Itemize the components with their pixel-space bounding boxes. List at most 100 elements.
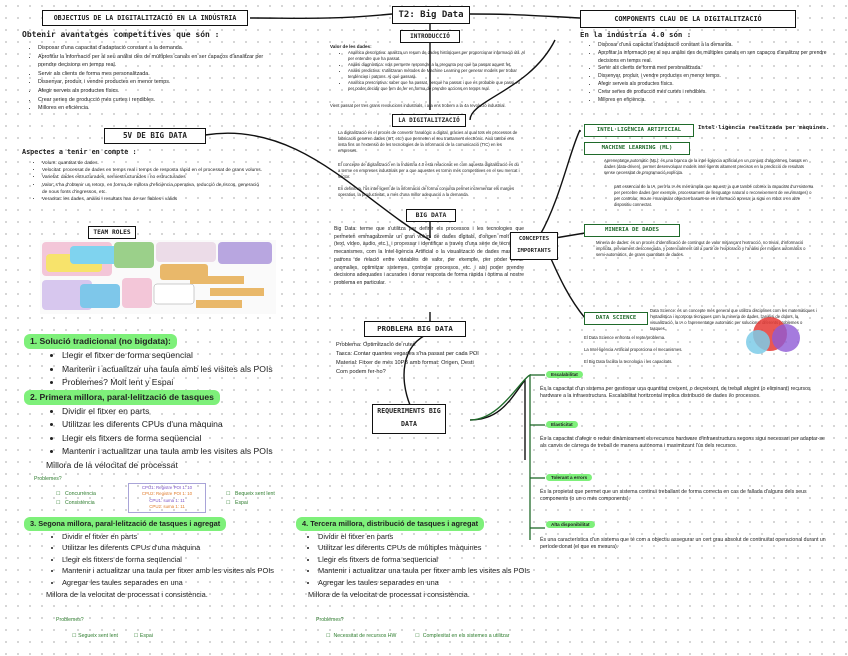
list-item: Aprofitar la informació per al seu anàli…: [598, 50, 830, 66]
list-item: Analítica descriptiva: analitza un resum…: [348, 50, 526, 62]
solucio-4-footer: Millora de la velocitat de processat i c…: [308, 589, 470, 599]
ml-text: Aprenentatge automàtic (ML): és una bran…: [604, 158, 808, 175]
list-item: Mantenir i actualitzar una taula per fit…: [318, 565, 556, 577]
check-left: ☐ Concurrència ☐ Consistència: [56, 490, 96, 508]
req-text-tolerant: És la propietat que permet que un sistem…: [540, 489, 807, 503]
list-item: Valor: s'ha d'obtenir un retorn, en form…: [42, 182, 262, 196]
introduccio-title: INTRODUCCIÓ: [400, 30, 460, 43]
v5-title: 5V DE BIG DATA: [104, 128, 206, 144]
digitalitzacio-title: LA DIGITALITZACIÓ: [392, 114, 466, 127]
bigdata-definition: Big Data: terme que s'utilitza per defin…: [334, 226, 524, 286]
list-item: Llegir els fitxers de forma seqüencial: [62, 432, 314, 445]
problemes-label-4: Problemes?: [316, 617, 344, 623]
solucio-1: 1. Solució tradicional (no bigdata): Lle…: [24, 334, 314, 472]
solucio-2-heading: 2. Primera millora, paral·lelització de …: [24, 389, 220, 406]
list-item: Utilitzar les diferents CPUs d'una màqui…: [62, 418, 314, 431]
ds-line: El Data Science enfronta el repte/proble…: [584, 335, 666, 340]
list-item: Servir als clients de forma mes personal…: [38, 70, 278, 79]
list-item: Volum: quantitat de dades.: [42, 160, 262, 167]
req-text-elasticitat: És la capacitat d'afegir o reduir dinàmi…: [540, 436, 825, 450]
list-item: Agregar les taules separades en una: [318, 577, 556, 589]
datascience-text: Data Science: és un concepte més general…: [650, 308, 817, 331]
ds-line: La Intel·ligència Artificial proporciona…: [584, 347, 683, 352]
check-right: ☐ Bequeix sent lent ☐ Espai: [226, 490, 275, 508]
list-item: Llegir els fitxers de forma seqüencial: [318, 554, 556, 566]
list-item: Llegir els fitxers de forma seqüencial: [62, 554, 314, 566]
list-item: Velocitat: processat de dades en temps r…: [42, 167, 262, 174]
dig-paragraph-3: En definitiva, l'ús intel·ligent de la i…: [338, 186, 515, 197]
ia-note: Intel·ligència realitzada per màquines.: [698, 125, 830, 131]
solucio-2-footer: Millora de la velocitat de processat: [46, 459, 178, 470]
problema-lines: Problema: Optimització de rutes Tasca: C…: [336, 341, 479, 377]
list-item: Afegir serveis als productes físics.: [598, 81, 830, 89]
mineria-title: MINERIA DE DADES: [584, 224, 680, 237]
list-item: Mantenir i actualitzar una taula amb les…: [62, 363, 314, 376]
checkbox-icon: ☐: [226, 491, 231, 497]
list-item: Dissenyar, produir, i vendre productes e…: [38, 78, 278, 87]
list-item: Crear series de producció més curtes i r…: [598, 89, 830, 97]
checkbox-icon: ☐: [226, 500, 231, 506]
check-item: ☐ Consistència: [56, 500, 95, 506]
aspectes-heading: Aspectes a tenir en compte :: [22, 148, 137, 156]
checkbox-icon: ☐: [133, 633, 139, 639]
check-item: ☐ Espai: [226, 500, 248, 506]
checkbox-icon: ☐: [56, 500, 61, 506]
list-item: Problemes? Molt lent y Espai: [62, 376, 314, 389]
s3-checks: ☐ Segueix sent lent ☐ Espai: [72, 633, 153, 639]
check-item: ☐ Concurrència: [56, 491, 96, 497]
req-text-escalabilitat: És la capacitat d'un sistema per gestion…: [540, 386, 811, 400]
cpu-line: CPU2: Registre POI 1: 10: [141, 491, 193, 497]
solucio-3-heading: 3. Segona millora, paral·lelització de t…: [24, 517, 227, 531]
cpu-box: CPU1: Registre POI 1: 10 CPU2: Registre …: [128, 483, 206, 513]
req-title-elasticitat: Elasticitat: [546, 421, 578, 428]
components-list: Disposar d'una capacitat d'adaptació con…: [584, 42, 830, 104]
obtenir-heading: Obtenir avantatges competitives que són …: [22, 30, 220, 39]
check-item: ☐ Bequeix sent lent: [226, 491, 275, 497]
cpu-line: CPU2: suma 1: 11: [149, 504, 185, 510]
v5-list: Volum: quantitat de dades. Velocitat: pr…: [28, 160, 262, 203]
list-item: Aprofitar la informació per al seu anàli…: [38, 53, 278, 70]
mineria-text: Mineria de dades: és un procés d'identif…: [596, 240, 806, 257]
list-item: Millores en eficiència.: [38, 104, 278, 113]
problema-line: Material: Fitxer de més 10PB amb format:…: [336, 360, 474, 366]
list-item: Veracitat: les dades, anàlisi i resultat…: [42, 196, 262, 203]
list-item: Crear series de producció més curtes i r…: [38, 96, 278, 105]
ml-title: MACHINE LEARNING (ML): [584, 142, 690, 155]
problema-line: Problema: Optimització de rutes: [336, 342, 416, 348]
problema-title: PROBLEMA BIG DATA: [364, 321, 466, 337]
list-item: Mantenir i actualitzar una taula amb les…: [62, 445, 314, 458]
list-item: Afegir serveis als productes físics.: [38, 87, 278, 96]
list-item: Dissenyar, produir, i vendre productes e…: [598, 73, 830, 81]
list-item: Llegir el fitxer de forma seqüencial: [62, 349, 314, 362]
problema-line: Tasca: Contar quantes vegades s'ha passa…: [336, 351, 479, 357]
list-item: Disposar d'una capacitat d'adaptació con…: [38, 44, 278, 53]
components-title: COMPONENTS CLAU DE LA DIGITALITZACIÓ: [580, 10, 796, 28]
solucio-1-heading: 1. Solució tradicional (no bigdata):: [24, 334, 177, 350]
valor-title: Valor de les dades:: [330, 44, 372, 49]
list-item: Dividir el fitxer en parts: [318, 531, 556, 543]
cpu-line: CPU1: suma 1: 11: [149, 497, 185, 503]
team-roles-title: TEAM ROLES: [88, 226, 136, 239]
req-title-disponibilitat: Alta disponibilitat: [546, 521, 595, 528]
solucio-4-heading: 4. Tercera millora, distribució de tasqu…: [296, 517, 485, 531]
industria-heading: En la indústria 4.0 són :: [580, 30, 692, 39]
conceptes-title: CONCEPTES IMPORTANTS: [510, 232, 558, 260]
list-item: Dividir el fitxer en parts: [62, 531, 314, 543]
list-item: Utilitzar les diferents CPUs de múltiple…: [318, 542, 556, 554]
valor-list: Analítica descriptiva: analitza un resum…: [334, 50, 526, 92]
problemes-label-2: Problemes?: [34, 476, 62, 482]
ds-line: El Big Data facilita la tecnologia i les…: [584, 359, 673, 364]
list-item: Agregar les taules separades en una: [62, 577, 314, 589]
list-item: Disposar d'una capacitat d'adaptació con…: [598, 42, 830, 50]
list-item: Millores en eficiència.: [598, 97, 830, 105]
checkbox-icon: ☐: [326, 633, 331, 639]
bigdata-title: BIG DATA: [406, 209, 456, 222]
list-item: Mantenir i actualitzar una taula per fit…: [62, 565, 314, 577]
problemes-label-3: Problemes?: [56, 617, 84, 623]
cpu-line: CPU1: Registre POI 1: 10: [141, 485, 193, 490]
ia-title: INTEL·LIGÈNCIA ARTIFICIAL: [584, 124, 694, 137]
objectius-title: OBJECTIUS DE LA DIGITALITZACIÓ EN LA IND…: [42, 10, 248, 26]
checkbox-icon: ☐: [56, 491, 61, 497]
list-item: Varietat: dades estructurades, semiestru…: [42, 174, 262, 181]
